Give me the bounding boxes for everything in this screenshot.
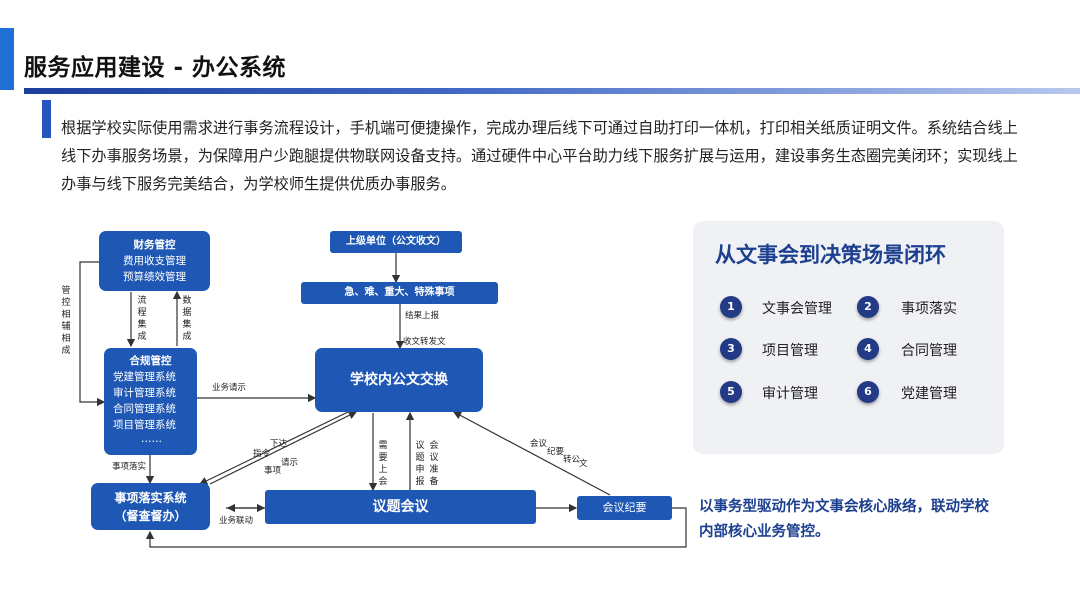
step-number-badge: 6 — [857, 381, 879, 403]
receive-forward-label: 收文转发文 — [403, 337, 446, 347]
step-number-badge: 2 — [857, 296, 879, 318]
minutes-forward-label: 会议 — [530, 439, 548, 449]
implementation-sub: （督查督办） — [114, 509, 187, 523]
minutes-forward-label: 文 — [579, 459, 588, 469]
urgent-matters-box: 急、难、重大、特殊事项 — [301, 282, 498, 304]
implementation-system-box: 事项落实系统 （督查督办） — [91, 483, 210, 530]
compliance-line: 审计管理系统 — [113, 387, 176, 399]
conclusion-text: 以事务型驱动作为文事会核心脉络，联动学校内部核心业务管控。 — [699, 499, 989, 540]
title-rule — [24, 88, 1080, 94]
business-request-label: 业务请示 — [212, 383, 247, 393]
minutes-forward-label: 转公 — [563, 455, 581, 465]
panel-item-label: 项目管理 — [762, 343, 818, 359]
superior-unit-box: 上级单位（公文收文） — [330, 231, 462, 253]
panel-item-label: 事项落实 — [901, 301, 957, 317]
panel-item-label: 文事会管理 — [762, 301, 832, 317]
compliance-line: …… — [141, 433, 162, 445]
flow-integration-label: 流程集成 — [137, 296, 147, 342]
request-matter-label: 请示 — [281, 458, 299, 468]
step-number-badge: 1 — [720, 296, 742, 318]
panel-title: 从文事会到决策场景闭环 — [715, 243, 946, 267]
request-matter-label: 事项 — [264, 466, 282, 476]
intro-paragraph: 根据学校实际使用需求进行事务流程设计，手机端可便捷操作，完成办理后线下可通过自助… — [61, 119, 1018, 193]
compliance-line: 党建管理系统 — [113, 371, 176, 383]
step-number-badge: 3 — [720, 338, 742, 360]
document-exchange-box: 学校内公文交换 — [315, 348, 483, 412]
finance-line: 预算绩效管理 — [123, 271, 186, 283]
finance-line: 费用收支管理 — [123, 255, 186, 267]
title-accent-bar — [0, 28, 14, 90]
supervise-label: 管控相辅相成 — [61, 286, 71, 356]
meeting-minutes-box: 会议纪要 — [577, 496, 672, 520]
topic-meeting-box: 议题会议 — [265, 490, 536, 524]
compliance-line: 项目管理系统 — [113, 419, 176, 431]
panel-item-label: 合同管理 — [901, 343, 957, 359]
issue-order-label: 指令 — [253, 449, 271, 459]
matter-implement-label: 事项落实 — [112, 462, 147, 472]
page-title: 服务应用建设 - 办公系统 — [24, 55, 287, 81]
finance-title: 财务管控 — [133, 239, 176, 251]
meeting-prep-label: 会议准备 — [429, 441, 439, 487]
supervise-connector — [79, 261, 106, 407]
minutes-forward-label: 纪要 — [547, 447, 565, 457]
business-link-label: 业务联动 — [219, 516, 254, 526]
topic-report-label: 议题申报 — [415, 441, 425, 487]
finance-control-box: 财务管控 费用收支管理 预算绩效管理 — [99, 231, 210, 291]
compliance-control-box: 合规管控 党建管理系统 审计管理系统 合同管理系统 项目管理系统 …… — [104, 348, 197, 455]
result-report-label: 结果上报 — [405, 311, 440, 321]
issue-order-label: 下达 — [270, 439, 288, 449]
compliance-line: 合同管理系统 — [113, 403, 176, 415]
step-number-badge: 5 — [720, 381, 742, 403]
panel-item-label: 审计管理 — [762, 386, 818, 402]
data-integration-label: 数据集成 — [182, 296, 192, 342]
panel-item-label: 党建管理 — [901, 386, 957, 402]
step-number-badge: 4 — [857, 338, 879, 360]
closed-loop-panel — [693, 221, 1004, 454]
need-meeting-label: 需要上会 — [378, 441, 388, 487]
implementation-title: 事项落实系统 — [114, 491, 187, 505]
compliance-title: 合规管控 — [129, 355, 172, 367]
intro-accent-bar — [42, 100, 51, 138]
